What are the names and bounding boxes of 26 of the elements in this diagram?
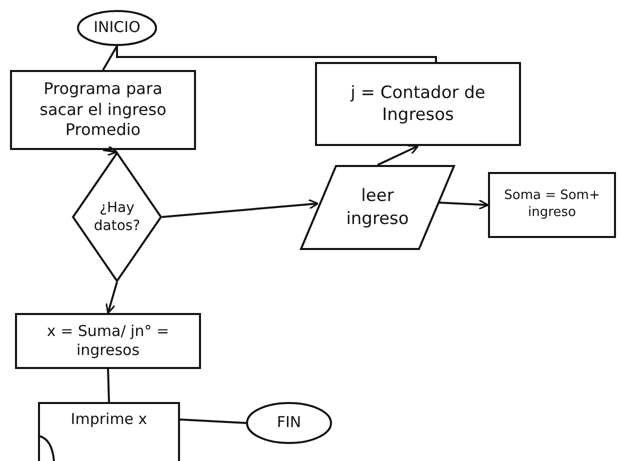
process-box [315, 62, 521, 146]
node-label: INICIO [94, 18, 140, 38]
connector-line [102, 46, 118, 70]
connector-line [107, 368, 110, 402]
end-terminal [246, 402, 332, 444]
node-label: x = Suma/ jn° = ingresos [46, 322, 170, 360]
arrow [162, 198, 319, 218]
arrow [377, 144, 419, 166]
process-box [10, 70, 196, 150]
node-label: Programa para sacar el ingreso Promedio [38, 78, 168, 142]
connector-line [116, 46, 437, 62]
input-parallelogram [300, 165, 455, 250]
connector-line [180, 418, 246, 424]
node-label: ¿Hay datos? [92, 198, 142, 236]
node-label: j = Contador de Ingresos [349, 82, 486, 126]
arrow [105, 282, 118, 314]
node-label: Imprime x [70, 410, 148, 430]
process-box [488, 172, 616, 238]
start-terminal [77, 10, 157, 46]
node-label: FIN [276, 413, 302, 433]
output-document [38, 402, 180, 461]
node-label: Soma = Som+ ingreso [503, 188, 601, 222]
arrow [102, 145, 118, 156]
process-box [15, 313, 201, 369]
decision-diamond [72, 152, 162, 282]
node-label: leer ingreso [345, 185, 410, 230]
